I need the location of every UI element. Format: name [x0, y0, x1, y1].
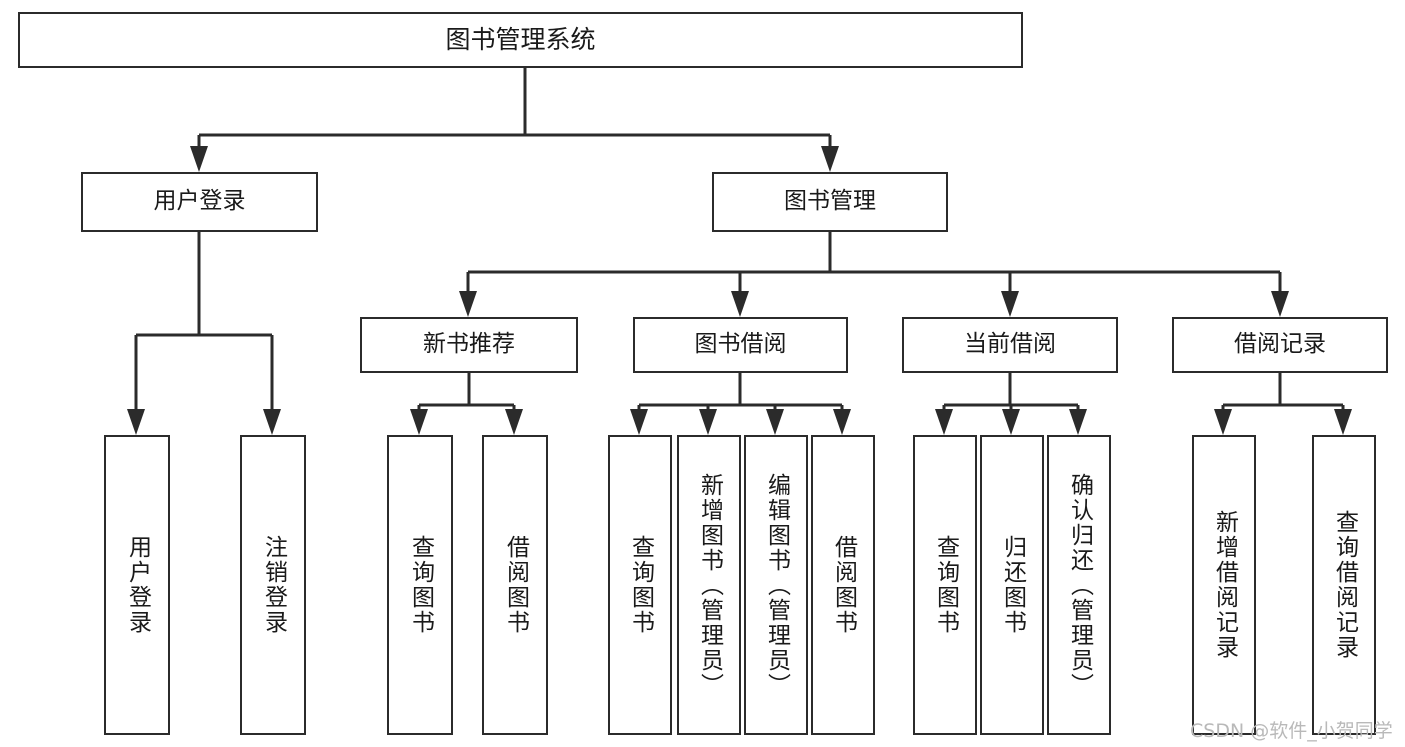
node-leaf-user-logout-label: 注销登录 [260, 535, 287, 635]
node-leaf-query-book-1-label: 查询图书 [407, 535, 434, 635]
node-root-system-label: 图书管理系统 [445, 25, 596, 55]
node-root-system[interactable]: 图书管理系统 [18, 12, 1023, 68]
node-leaf-confirm-return-admin[interactable]: 确认归还（管理员） [1047, 435, 1111, 735]
node-leaf-user-login[interactable]: 用户登录 [104, 435, 170, 735]
node-leaf-return-book-label: 归还图书 [999, 535, 1026, 635]
node-leaf-borrow-book-2-label: 借阅图书 [830, 535, 857, 635]
node-borrow-record[interactable]: 借阅记录 [1172, 317, 1388, 373]
node-user-login[interactable]: 用户登录 [81, 172, 318, 232]
node-borrow-record-label: 借阅记录 [1234, 331, 1326, 358]
node-new-book-recommend[interactable]: 新书推荐 [360, 317, 578, 373]
node-leaf-add-book-admin-label: 新增图书（管理员） [696, 472, 723, 698]
node-leaf-user-login-label: 用户登录 [124, 535, 151, 635]
node-leaf-borrow-book-2[interactable]: 借阅图书 [811, 435, 875, 735]
node-current-borrow-label: 当前借阅 [964, 331, 1056, 358]
node-leaf-add-borrow-record[interactable]: 新增借阅记录 [1192, 435, 1256, 735]
node-user-login-label: 用户登录 [153, 188, 246, 215]
node-book-borrow[interactable]: 图书借阅 [633, 317, 848, 373]
node-leaf-borrow-book-1[interactable]: 借阅图书 [482, 435, 548, 735]
node-leaf-user-logout[interactable]: 注销登录 [240, 435, 306, 735]
connector-arrowheads [127, 146, 1352, 435]
node-leaf-query-borrow-record-label: 查询借阅记录 [1331, 510, 1358, 660]
node-leaf-query-book-3-label: 查询图书 [932, 535, 959, 635]
node-leaf-query-book-2[interactable]: 查询图书 [608, 435, 672, 735]
node-book-management[interactable]: 图书管理 [712, 172, 948, 232]
node-book-borrow-label: 图书借阅 [694, 331, 787, 358]
node-book-management-label: 图书管理 [784, 188, 876, 215]
node-leaf-confirm-return-admin-label: 确认归还（管理员） [1066, 472, 1093, 698]
node-leaf-query-book-1[interactable]: 查询图书 [387, 435, 453, 735]
node-leaf-query-borrow-record[interactable]: 查询借阅记录 [1312, 435, 1376, 735]
node-current-borrow[interactable]: 当前借阅 [902, 317, 1118, 373]
node-leaf-add-borrow-record-label: 新增借阅记录 [1211, 510, 1238, 660]
node-leaf-add-book-admin[interactable]: 新增图书（管理员） [677, 435, 741, 735]
node-leaf-query-book-2-label: 查询图书 [627, 535, 654, 635]
node-leaf-query-book-3[interactable]: 查询图书 [913, 435, 977, 735]
node-leaf-borrow-book-1-label: 借阅图书 [502, 535, 529, 635]
node-leaf-return-book[interactable]: 归还图书 [980, 435, 1044, 735]
node-leaf-edit-book-admin[interactable]: 编辑图书（管理员） [744, 435, 808, 735]
node-new-book-recommend-label: 新书推荐 [423, 331, 515, 358]
node-leaf-edit-book-admin-label: 编辑图书（管理员） [763, 472, 790, 698]
